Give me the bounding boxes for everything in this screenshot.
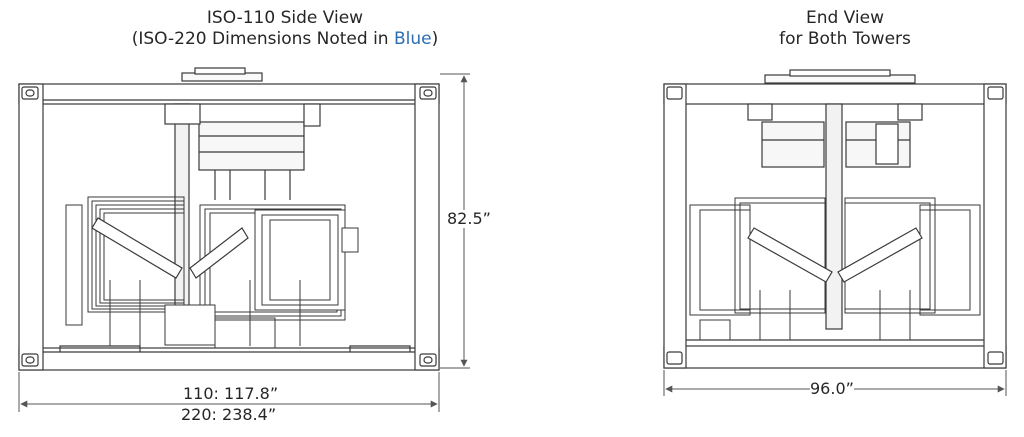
angled-arms: [91, 217, 249, 279]
end-container-frame: [663, 83, 1007, 369]
end-view-title-line2: for Both Towers: [779, 29, 911, 49]
right-rack-stack: [199, 204, 359, 321]
end-tower: [747, 103, 923, 330]
side-view-drawing: [18, 67, 440, 371]
end-rack-stack: [689, 197, 981, 316]
end-angled-arms: [747, 227, 923, 283]
side-height-label: 82.5”: [447, 209, 491, 228]
title-line2-blue-word: Blue: [393, 29, 432, 49]
side-width-dimension: [18, 372, 440, 412]
end-view-title: End View for Both Towers: [700, 8, 990, 50]
side-width-label-220: 220: 238.4”: [181, 405, 277, 424]
container-frame: [18, 83, 440, 371]
title-line2-suffix: ): [431, 29, 439, 49]
end-view-title-line1: End View: [805, 8, 885, 28]
end-width-label: 96.0”: [810, 379, 854, 398]
side-width-label-110: 110: 117.8”: [183, 384, 279, 403]
side-view-title-line1: ISO-110 Side View: [206, 8, 364, 28]
title-line2-prefix: (ISO-220 Dimensions Noted in: [131, 29, 394, 49]
end-view-drawing: [663, 69, 1007, 369]
side-view-title: ISO-110 Side View (ISO-220 Dimensions No…: [60, 8, 510, 50]
base-machinery: [109, 280, 301, 349]
end-base: [699, 290, 911, 341]
side-view-title-line2: (ISO-220 Dimensions Noted in Blue): [60, 29, 510, 50]
